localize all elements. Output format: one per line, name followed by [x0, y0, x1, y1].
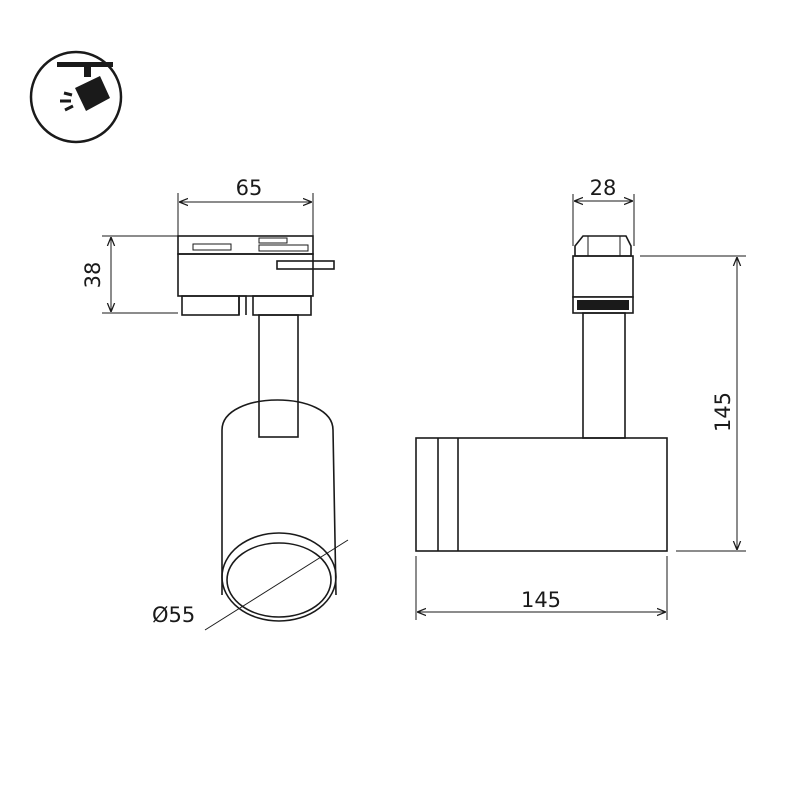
lamp-body — [221, 399, 337, 596]
side-view — [415, 235, 668, 552]
front-view — [177, 235, 349, 631]
dimension-length-145: 145 — [415, 556, 668, 620]
dimension-height-38: 38 — [81, 235, 178, 314]
side-height-label: 145 — [711, 392, 735, 432]
side-adapter — [572, 235, 634, 314]
dimension-height-145: 145 — [640, 255, 746, 552]
width-label: 65 — [236, 176, 263, 200]
side-stem — [582, 312, 626, 439]
lens-outer — [221, 532, 337, 622]
side-body — [415, 437, 668, 552]
diameter-label: Ø55 — [152, 603, 195, 627]
lens-inner — [226, 542, 332, 618]
height-label: 38 — [81, 262, 105, 289]
dimension-width-65: 65 — [177, 176, 314, 236]
track-spotlight-icon — [29, 50, 123, 144]
depth-label: 28 — [590, 176, 617, 200]
stem — [258, 314, 299, 438]
side-length-label: 145 — [521, 588, 561, 612]
track-adapter — [177, 235, 335, 316]
dimension-depth-28: 28 — [572, 176, 635, 246]
